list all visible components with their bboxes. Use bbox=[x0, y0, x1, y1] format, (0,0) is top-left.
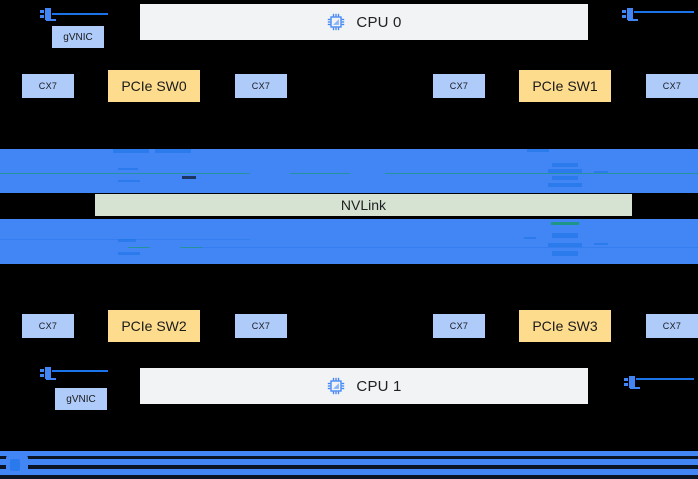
cpu-1-box[interactable]: CPU 1 bbox=[140, 368, 588, 404]
cpu-0-box[interactable]: CPU 0 bbox=[140, 4, 588, 40]
network-port-icon bbox=[624, 375, 694, 391]
cx7-nic-1[interactable]: CX7 bbox=[235, 74, 287, 98]
pcie-sw3-box[interactable]: PCIe SW3 bbox=[519, 310, 611, 342]
gpu-band-bottom[interactable] bbox=[0, 219, 698, 264]
cpu-chip-icon bbox=[326, 12, 346, 32]
gvnic-label-2[interactable]: gVNIC bbox=[55, 388, 107, 410]
cpu-1-label: CPU 1 bbox=[356, 377, 402, 395]
cx7-nic-6[interactable]: CX7 bbox=[433, 314, 485, 338]
cx7-nic-0[interactable]: CX7 bbox=[22, 74, 74, 98]
nvlink-bar[interactable]: NVLink bbox=[94, 193, 633, 217]
network-port-icon bbox=[40, 365, 108, 381]
network-fabric-bar[interactable] bbox=[0, 451, 698, 479]
cx7-nic-7[interactable]: CX7 bbox=[646, 314, 698, 338]
pcie-sw0-box[interactable]: PCIe SW0 bbox=[108, 70, 200, 102]
cx7-nic-2[interactable]: CX7 bbox=[433, 74, 485, 98]
gvnic-label-0[interactable]: gVNIC bbox=[52, 26, 104, 48]
cpu-chip-icon bbox=[326, 376, 346, 396]
cx7-nic-3[interactable]: CX7 bbox=[646, 74, 698, 98]
cx7-nic-5[interactable]: CX7 bbox=[235, 314, 287, 338]
cx7-nic-4[interactable]: CX7 bbox=[22, 314, 74, 338]
cpu-0-label: CPU 0 bbox=[356, 13, 402, 31]
gpu-band-top[interactable] bbox=[0, 149, 698, 193]
network-port-icon bbox=[40, 6, 108, 22]
pcie-sw1-box[interactable]: PCIe SW1 bbox=[519, 70, 611, 102]
pcie-sw2-box[interactable]: PCIe SW2 bbox=[108, 310, 200, 342]
network-port-icon bbox=[622, 6, 694, 22]
